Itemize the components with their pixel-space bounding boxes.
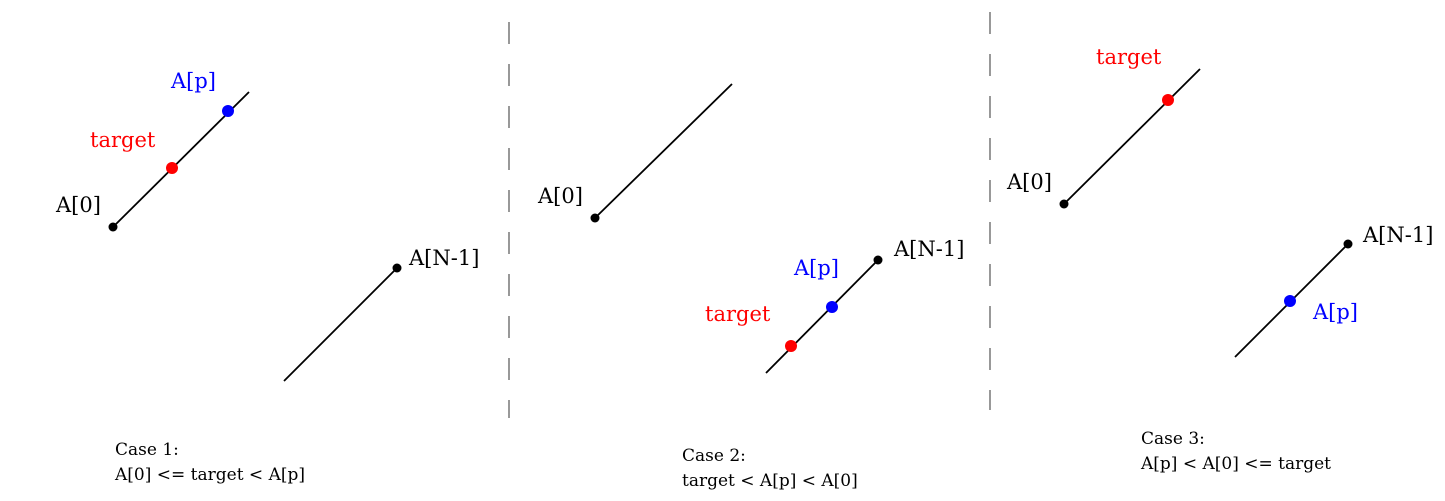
last-element-label: A[N-1] [408, 246, 479, 270]
case-2-condition: target < A[p] < A[0] [682, 471, 858, 491]
target-label: target [1096, 45, 1162, 69]
lower-segment [283, 267, 398, 382]
first-element-point [1059, 199, 1069, 209]
case-2-panel: A[0] A[N-1] A[p] target Case 2: target <… [537, 83, 964, 491]
upper-segment [594, 83, 733, 219]
first-element-label: A[0] [1006, 170, 1052, 194]
lower-segment [765, 259, 879, 374]
last-element-label: A[N-1] [1362, 223, 1433, 247]
pivot-label: A[p] [170, 69, 216, 93]
case-3-title: Case 3: [1141, 429, 1205, 449]
case-1-title: Case 1: [115, 440, 179, 460]
last-element-point [873, 255, 883, 265]
target-point [785, 340, 797, 352]
first-element-point [590, 213, 600, 223]
target-label: target [90, 128, 156, 152]
last-element-point [392, 263, 402, 273]
pivot-label: A[p] [793, 256, 839, 280]
case-1-condition: A[0] <= target < A[p] [114, 465, 305, 485]
pivot-label: A[p] [1312, 300, 1358, 324]
case-1-panel: A[p] target A[0] A[N-1] Case 1: A[0] <= … [55, 69, 479, 485]
first-element-label: A[0] [537, 184, 583, 208]
case-2-title: Case 2: [682, 446, 746, 466]
pivot-point [1284, 295, 1296, 307]
first-element-point [108, 222, 118, 232]
pivot-point [222, 105, 234, 117]
first-element-label: A[0] [55, 193, 101, 217]
last-element-point [1343, 239, 1353, 249]
case-3-panel: target A[0] A[N-1] A[p] Case 3: A[p] < A… [1006, 45, 1433, 474]
target-label: target [705, 302, 771, 326]
case-3-condition: A[p] < A[0] <= target [1140, 454, 1331, 474]
last-element-label: A[N-1] [893, 237, 964, 261]
upper-segment [1063, 68, 1201, 205]
pivot-point [826, 301, 838, 313]
target-point [1162, 94, 1174, 106]
target-point [166, 162, 178, 174]
